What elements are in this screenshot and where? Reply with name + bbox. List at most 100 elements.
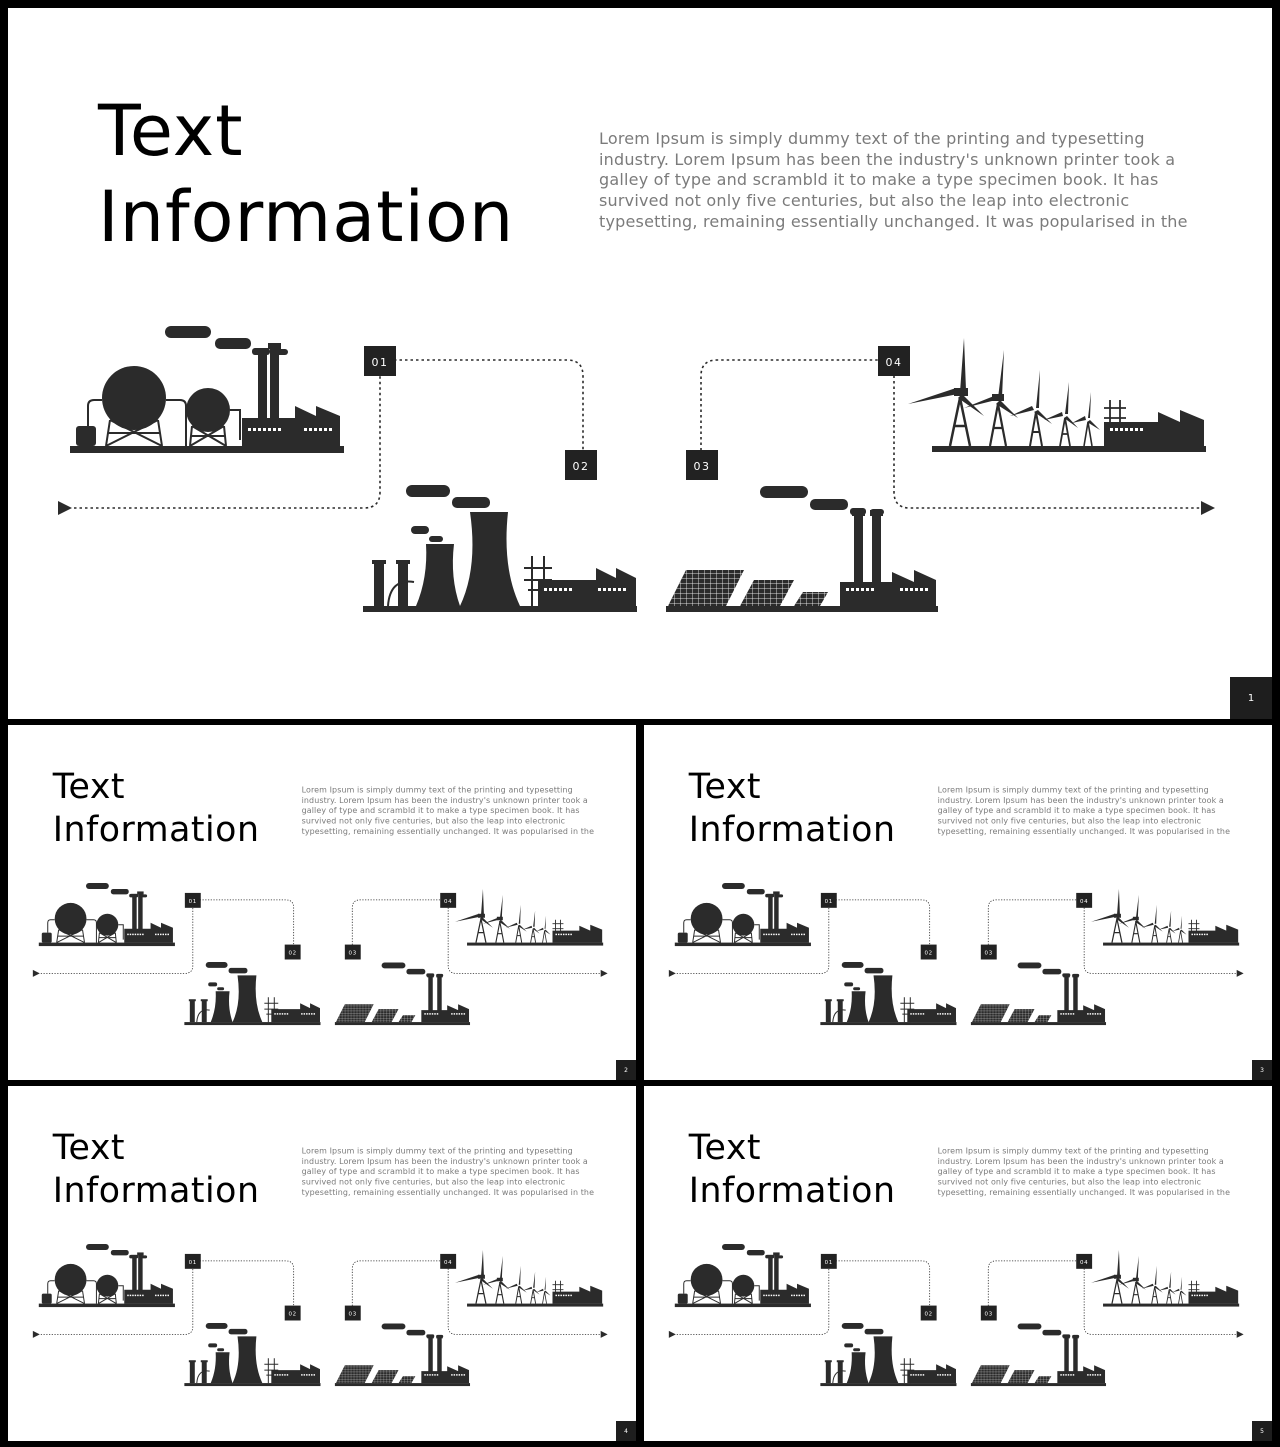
svg-text:03: 03 <box>349 951 357 957</box>
page-number: 3 <box>1252 1060 1272 1080</box>
step-badge-02: 02 <box>920 1305 937 1321</box>
slide-5[interactable]: Text Information Lorem Ipsum is simply d… <box>644 1086 1272 1441</box>
start-arrow-icon <box>668 1330 676 1338</box>
step-badge-04: 04 <box>440 1253 457 1269</box>
cooling-tower-plant-icon <box>820 961 957 1026</box>
step-badge-03: 03 <box>980 944 997 960</box>
description-text: Lorem Ipsum is simply dummy text of the … <box>937 1146 1231 1197</box>
title-line-2: Information <box>52 808 260 850</box>
svg-text:01: 01 <box>825 899 833 905</box>
cooling-tower-plant-icon <box>363 485 637 612</box>
title-line-1: Text <box>688 1126 762 1168</box>
slide-content: Text Information Lorem Ipsum is simply d… <box>644 1086 1272 1439</box>
title-line-1: Text <box>52 1126 126 1168</box>
slide-title: Text Information <box>689 765 896 850</box>
page-number: 4 <box>616 1421 636 1441</box>
title-line-1: Text <box>98 90 244 172</box>
svg-text:02: 02 <box>924 1312 932 1318</box>
end-arrow-icon <box>600 969 608 977</box>
slide-content: Text Information Lorem Ipsum is simply d… <box>644 725 1272 1078</box>
step-badge-02: 02 <box>920 944 937 960</box>
cooling-tower-plant-icon <box>184 1322 321 1387</box>
svg-text:04: 04 <box>444 899 452 905</box>
page-number: 2 <box>616 1060 636 1080</box>
start-arrow-icon <box>58 501 72 515</box>
cooling-tower-plant-icon <box>820 1322 957 1387</box>
end-arrow-icon <box>1236 969 1244 977</box>
slide-3[interactable]: Text Information Lorem Ipsum is simply d… <box>644 725 1272 1080</box>
svg-text:04: 04 <box>444 1260 452 1266</box>
page-number: 1 <box>1230 677 1272 719</box>
step-badge-02: 02 <box>284 944 301 960</box>
slide-title: Text Information <box>53 765 260 850</box>
solar-farm-plant-icon <box>970 962 1107 1026</box>
svg-text:04: 04 <box>886 356 903 369</box>
svg-text:01: 01 <box>189 1260 197 1266</box>
end-arrow-icon <box>1236 1330 1244 1338</box>
description-text: Lorem Ipsum is simply dummy text of the … <box>301 1146 595 1197</box>
connector-path <box>40 899 601 974</box>
end-arrow-icon <box>600 1330 608 1338</box>
step-badge-01: 01 <box>364 346 396 376</box>
wind-farm-plant-icon <box>455 1249 604 1307</box>
process-diagram: 01 02 03 04 <box>668 882 1244 1026</box>
svg-text:02: 02 <box>288 951 296 957</box>
slide-4[interactable]: Text Information Lorem Ipsum is simply d… <box>8 1086 636 1441</box>
start-arrow-icon <box>668 969 676 977</box>
cooling-tower-plant-icon <box>184 961 321 1026</box>
page-number: 5 <box>1252 1421 1272 1441</box>
step-badge-04: 04 <box>878 346 910 376</box>
description-text: Lorem Ipsum is simply dummy text of the … <box>301 785 595 836</box>
wind-farm-plant-icon <box>1091 1249 1240 1307</box>
svg-text:01: 01 <box>189 899 197 905</box>
slide-1[interactable]: Text Information Lorem Ipsum is simply d… <box>8 8 1272 719</box>
end-arrow-icon <box>1201 501 1215 515</box>
step-badge-03: 03 <box>980 1305 997 1321</box>
gas-storage-plant-icon <box>674 1243 811 1308</box>
solar-farm-plant-icon <box>666 486 938 612</box>
step-badge-04: 04 <box>1076 892 1093 908</box>
wind-farm-plant-icon <box>1091 888 1240 946</box>
gas-storage-plant-icon <box>70 326 344 453</box>
step-badge-01: 01 <box>820 892 837 908</box>
wind-farm-plant-icon <box>455 888 604 946</box>
step-badge-03: 03 <box>344 944 361 960</box>
connector-path <box>676 1260 1237 1335</box>
svg-text:03: 03 <box>694 460 711 473</box>
start-arrow-icon <box>32 1330 40 1338</box>
step-badge-02: 02 <box>284 1305 301 1321</box>
step-badge-03: 03 <box>344 1305 361 1321</box>
title-line-2: Information <box>688 1169 896 1211</box>
slide-title: Text Information <box>689 1126 896 1211</box>
solar-farm-plant-icon <box>334 962 471 1026</box>
step-badge-04: 04 <box>1076 1253 1093 1269</box>
process-diagram: 01 02 03 04 <box>58 326 1215 612</box>
connector-path <box>40 1260 601 1335</box>
title-line-2: Information <box>688 808 896 850</box>
svg-text:03: 03 <box>349 1312 357 1318</box>
title-line-2: Information <box>98 176 515 258</box>
gas-storage-plant-icon <box>38 882 175 947</box>
connector-path <box>676 899 1237 974</box>
gas-storage-plant-icon <box>674 882 811 947</box>
step-badge-01: 01 <box>820 1253 837 1269</box>
slide-2[interactable]: Text Information Lorem Ipsum is simply d… <box>8 725 636 1080</box>
svg-text:02: 02 <box>573 460 590 473</box>
step-badge-01: 01 <box>184 1253 201 1269</box>
slide-content: Text Information Lorem Ipsum is simply d… <box>8 725 636 1078</box>
svg-text:04: 04 <box>1080 899 1088 905</box>
svg-text:02: 02 <box>924 951 932 957</box>
process-diagram: 01 02 03 04 <box>32 882 608 1026</box>
wind-farm-plant-icon <box>908 338 1206 452</box>
gas-storage-plant-icon <box>38 1243 175 1308</box>
step-badge-01: 01 <box>184 892 201 908</box>
svg-text:03: 03 <box>985 1312 993 1318</box>
slide-title: Text Information <box>53 1126 260 1211</box>
connector-path <box>74 359 1201 509</box>
svg-text:01: 01 <box>825 1260 833 1266</box>
solar-farm-plant-icon <box>334 1323 471 1387</box>
step-badge-04: 04 <box>440 892 457 908</box>
slide-title: Text Information <box>98 88 514 260</box>
svg-text:04: 04 <box>1080 1260 1088 1266</box>
title-line-2: Information <box>52 1169 260 1211</box>
